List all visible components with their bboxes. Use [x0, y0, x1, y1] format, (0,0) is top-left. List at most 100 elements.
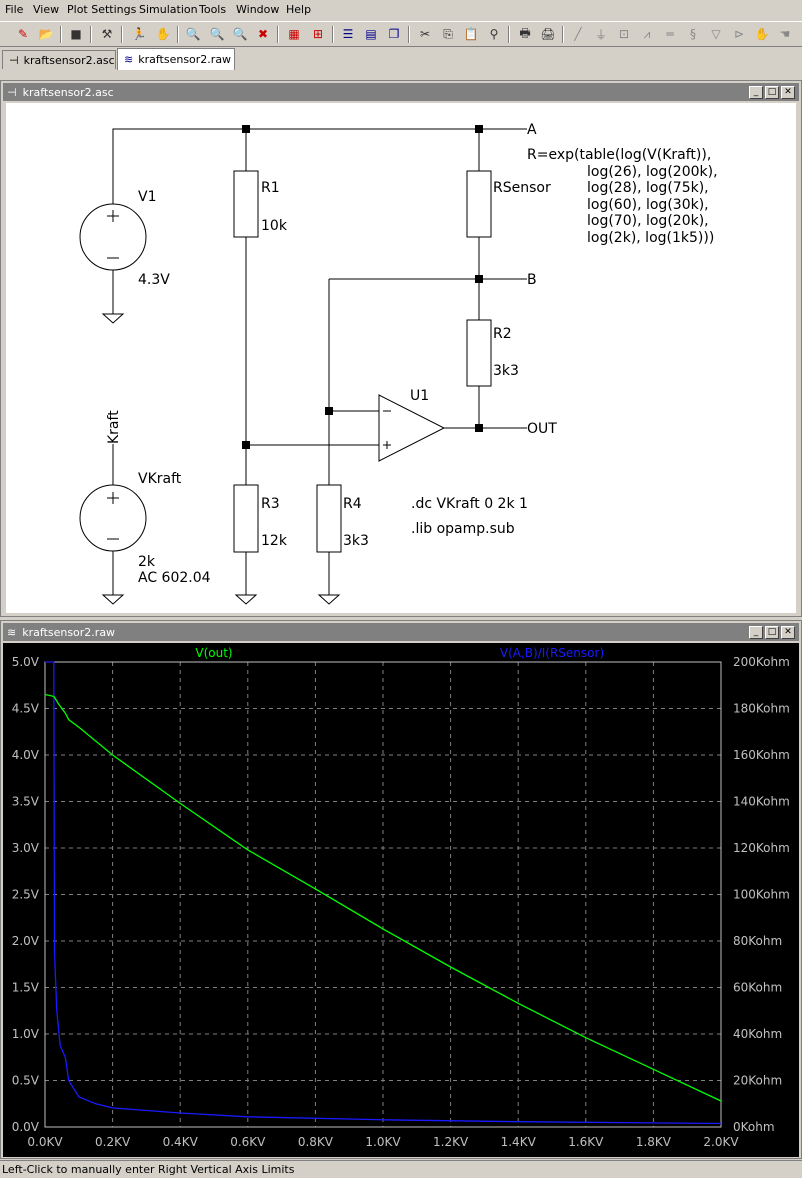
menu-window[interactable]: Window — [236, 3, 280, 16]
wire-icon[interactable]: ╱ — [574, 27, 582, 41]
net-kraft: Kraft — [106, 410, 122, 444]
document-tabs: ⊣ kraftsensor2.asc ≋ kraftsensor2.raw — [0, 48, 802, 70]
zoom-area-icon[interactable]: 🔍 — [209, 27, 225, 41]
drag-icon[interactable]: ☚ — [779, 27, 791, 41]
waveform-plot[interactable]: V(out) V(A,B)/I(RSensor) 5.0V4.5V4.0V3.5… — [3, 643, 799, 1157]
waveform-icon: ≋ — [7, 625, 17, 639]
autorange-icon[interactable]: ▦ — [288, 27, 300, 41]
x-tick-label: 1.6KV — [568, 1135, 604, 1149]
open-icon[interactable]: 📂 — [38, 27, 54, 41]
save-icon[interactable]: ■ — [70, 27, 82, 41]
x-tick-label: 1.0KV — [365, 1135, 401, 1149]
left-tick-label: 3.0V — [12, 841, 40, 855]
tile-horizontal-icon[interactable]: ☰ — [342, 27, 354, 41]
right-tick-label: 40Kohm — [733, 1027, 782, 1041]
status-bar: Left-Click to manually enter Right Verti… — [0, 1160, 802, 1178]
zoom-in-icon[interactable]: 🔍 — [185, 27, 201, 41]
component-icon[interactable]: ⊳ — [733, 27, 745, 41]
x-tick-label: 0.6KV — [230, 1135, 266, 1149]
net-b: B — [527, 272, 537, 288]
menu-view[interactable]: View — [33, 3, 60, 16]
x-tick-label: 1.2KV — [433, 1135, 469, 1149]
find-icon[interactable]: ⚲ — [489, 27, 499, 41]
r4-value: 3k3 — [343, 533, 369, 549]
menu-plot-settings[interactable]: Plot Settings — [67, 3, 137, 16]
print-icon[interactable]: 🖨 — [540, 27, 556, 41]
zoom-fit-icon[interactable]: ✖ — [257, 27, 269, 41]
right-axis[interactable]: 200Kohm180Kohm160Kohm140Kohm120Kohm100Ko… — [733, 655, 790, 1134]
left-tick-label: 3.5V — [12, 795, 40, 809]
trace-label-vout[interactable]: V(out) — [195, 646, 232, 660]
maximize-button[interactable]: □ — [765, 86, 779, 99]
net-a: A — [527, 122, 537, 138]
expr-line-5: log(70), log(20k), — [587, 213, 709, 229]
schematic-canvas[interactable]: V1 4.3V R1 10k RSensor R2 3k3 U1 R3 12k … — [6, 103, 796, 613]
left-tick-label: 2.5V — [12, 888, 40, 902]
capacitor-icon[interactable]: ═ — [666, 27, 674, 41]
print-setup-icon[interactable]: 🖶 — [519, 25, 531, 40]
net-out: OUT — [527, 421, 557, 437]
close-button[interactable]: ✕ — [781, 626, 795, 639]
menu-bar: File View Plot Settings Simulation Tools… — [0, 0, 802, 20]
cut-icon[interactable]: ✂ — [419, 27, 431, 41]
trace-label-rsensor[interactable]: V(A,B)/I(RSensor) — [500, 646, 604, 660]
expr-line-1: R=exp(table(log(V(Kraft)), — [527, 147, 711, 163]
plot-frame — [44, 661, 722, 1128]
move-icon[interactable]: ✋ — [754, 27, 770, 41]
zoom-out-icon[interactable]: 🔍 — [232, 27, 248, 41]
menu-tools[interactable]: Tools — [199, 3, 227, 16]
run-icon[interactable]: 🏃 — [131, 27, 147, 41]
waveform-icon: ≋ — [124, 53, 134, 66]
tile-vertical-icon[interactable]: ▤ — [365, 27, 377, 41]
right-tick-label: 100Kohm — [733, 888, 790, 902]
waveform-window: ≋ kraftsensor2.raw _ □ ✕ V(out) V(A,B)/I… — [0, 620, 802, 1159]
minimize-button[interactable]: _ — [749, 86, 763, 99]
right-tick-label: 0Kohm — [733, 1120, 775, 1134]
right-tick-label: 140Kohm — [733, 795, 790, 809]
r3-value: 12k — [261, 533, 288, 549]
diode-icon[interactable]: ▽ — [711, 27, 721, 41]
close-button[interactable]: ✕ — [781, 86, 795, 99]
menu-simulation[interactable]: Simulation — [139, 3, 198, 16]
x-tick-label: 1.8KV — [636, 1135, 672, 1149]
copy-icon[interactable]: ⎘ — [443, 26, 453, 41]
minimize-button[interactable]: _ — [749, 626, 763, 639]
expr-line-3: log(28), log(75k), — [587, 180, 709, 196]
right-tick-label: 20Kohm — [733, 1074, 782, 1088]
cascade-icon[interactable]: ❐ — [388, 27, 400, 41]
inductor-icon[interactable]: § — [690, 27, 696, 41]
trace-vout — [44, 693, 722, 1102]
label-net-icon[interactable]: ⊡ — [618, 27, 630, 41]
tab-waveform[interactable]: ≋ kraftsensor2.raw — [117, 48, 235, 70]
control-panel-icon[interactable]: ⚒ — [101, 27, 113, 41]
schematic-titlebar: ⊣ kraftsensor2.asc _ □ ✕ — [3, 83, 799, 101]
trace-rsensor — [45, 661, 722, 1125]
tab-schematic[interactable]: ⊣ kraftsensor2.asc — [2, 50, 116, 69]
manual-limits-icon[interactable]: ⊞ — [312, 27, 324, 41]
left-tick-label: 1.5V — [12, 981, 40, 995]
halt-icon[interactable]: ✋ — [155, 27, 171, 41]
expr-line-6: log(2k), log(1k5))) — [587, 230, 714, 246]
plot-grid — [45, 662, 721, 1127]
left-tick-label: 1.0V — [12, 1027, 40, 1041]
menu-help[interactable]: Help — [286, 3, 312, 16]
left-tick-label: 2.0V — [12, 934, 40, 948]
paste-icon[interactable]: 📋 — [463, 27, 479, 41]
right-tick-label: 60Kohm — [733, 981, 782, 995]
maximize-button[interactable]: □ — [765, 626, 779, 639]
left-tick-label: 5.0V — [12, 655, 40, 669]
right-tick-label: 180Kohm — [733, 702, 790, 716]
ground-icon[interactable]: ⏚ — [594, 27, 607, 42]
expr-line-2: log(26), log(200k), — [587, 164, 718, 180]
x-tick-label: 0.0KV — [27, 1135, 63, 1149]
schematic-icon: ⊣ — [9, 53, 19, 67]
left-tick-label: 0.5V — [12, 1074, 40, 1088]
resistor-icon[interactable]: ⩘ — [643, 26, 651, 41]
right-tick-label: 80Kohm — [733, 934, 782, 948]
waveform-titlebar: ≋ kraftsensor2.raw _ □ ✕ — [3, 623, 799, 641]
menu-file[interactable]: File — [5, 3, 24, 16]
v1-value: 4.3V — [138, 272, 170, 288]
new-schematic-icon[interactable]: ✎ — [17, 27, 29, 41]
left-axis[interactable]: 5.0V4.5V4.0V3.5V3.0V2.5V2.0V1.5V1.0V0.5V… — [12, 655, 40, 1134]
